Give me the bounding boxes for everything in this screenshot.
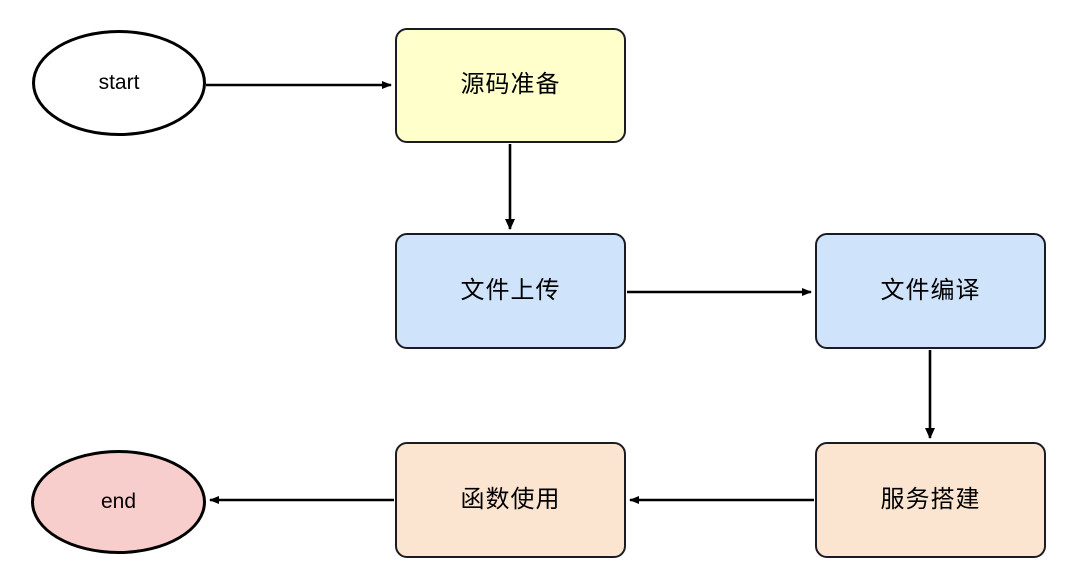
node-file-upload-label: 文件上传: [460, 276, 561, 304]
node-file-upload[interactable]: 文件上传: [395, 233, 626, 349]
node-source-preparation[interactable]: 源码准备: [395, 28, 626, 143]
node-file-compile-label: 文件编译: [880, 276, 981, 304]
node-start[interactable]: start: [32, 30, 206, 136]
node-source-preparation-label: 源码准备: [460, 71, 561, 99]
node-service-setup-label: 服务搭建: [880, 485, 981, 513]
node-file-compile[interactable]: 文件编译: [815, 233, 1046, 349]
node-function-usage[interactable]: 函数使用: [395, 442, 626, 558]
node-service-setup[interactable]: 服务搭建: [815, 442, 1046, 558]
node-start-label: start: [98, 71, 140, 95]
node-function-usage-label: 函数使用: [460, 485, 561, 513]
node-end[interactable]: end: [31, 450, 206, 554]
node-end-label: end: [100, 490, 137, 514]
